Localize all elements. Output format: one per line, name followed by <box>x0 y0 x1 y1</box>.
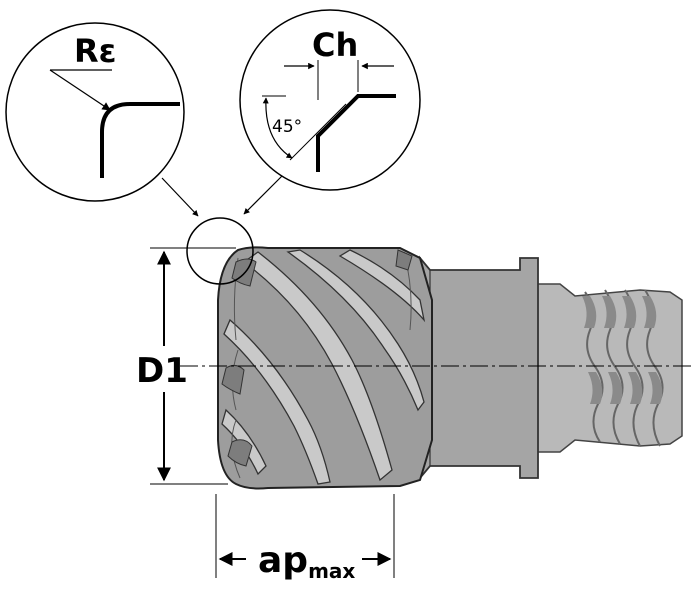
chamfer-detail <box>239 9 421 191</box>
corner-radius-leader <box>161 177 199 217</box>
threaded-shank <box>535 283 683 453</box>
chamfer-label: Ch <box>312 26 358 64</box>
tool-neck <box>419 255 539 481</box>
ap-main-text: ap <box>258 540 308 581</box>
ap-max-label: apmax <box>258 540 355 583</box>
ap-max-dimension <box>215 494 395 578</box>
d1-dimension <box>150 247 236 485</box>
d1-label: D1 <box>136 351 188 391</box>
chamfer-leader <box>243 175 283 215</box>
ap-sub-text: max <box>308 559 355 583</box>
corner-detail-circle <box>186 217 254 285</box>
cutting-head <box>217 246 433 490</box>
chamfer-angle-label: 45° <box>272 117 302 137</box>
corner-radius-label: Rε <box>74 32 116 70</box>
corner-radius-detail <box>5 22 185 202</box>
